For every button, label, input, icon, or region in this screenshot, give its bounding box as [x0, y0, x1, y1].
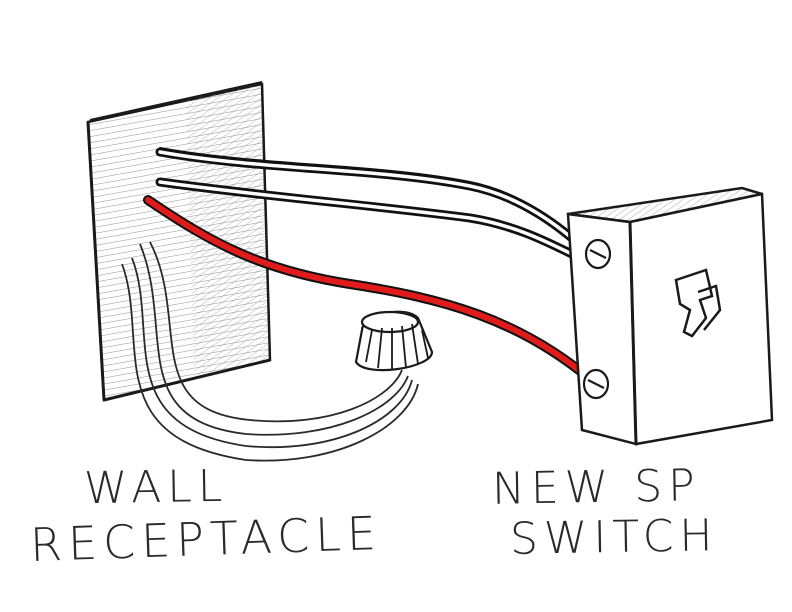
- wire-nut: [354, 310, 434, 372]
- toggle-lever-icon: [674, 268, 722, 338]
- switch-label-line2: SWITCH: [509, 510, 719, 565]
- wall-receptacle-label-line2: RECEPTACLE: [29, 505, 383, 573]
- black-wires: [155, 147, 595, 267]
- single-pole-switch: [566, 186, 774, 446]
- red-wire: [143, 195, 601, 389]
- top-terminal-screw: [584, 238, 612, 270]
- switch-label-line1: NEW SP: [491, 460, 702, 515]
- wall-receptacle-label-line1: WALL: [83, 460, 229, 515]
- bottom-terminal-screw: [582, 368, 610, 400]
- wall-receptacle-box: [86, 81, 272, 402]
- white-wires: [121, 241, 419, 462]
